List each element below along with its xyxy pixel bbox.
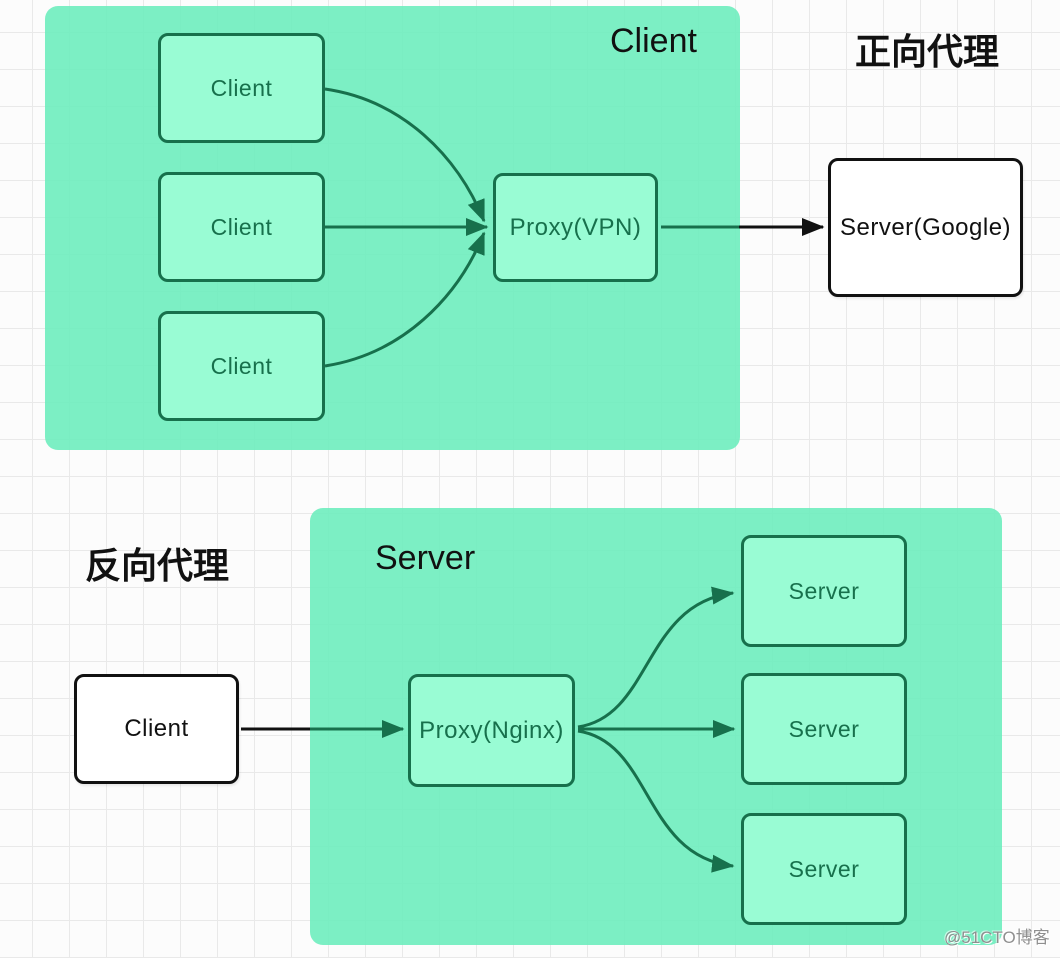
- node-server-2: Server: [741, 673, 907, 785]
- node-client-1: Client: [158, 33, 325, 143]
- forward-proxy-title: 正向代理: [855, 31, 1000, 72]
- reverse-zone-title: Server: [375, 539, 476, 577]
- node-proxy-nginx: Proxy(Nginx): [408, 674, 575, 787]
- node-server-3: Server: [741, 813, 907, 925]
- node-reverse-client-label: Client: [124, 715, 189, 742]
- node-server-1: Server: [741, 535, 907, 647]
- node-client-3-label: Client: [210, 352, 273, 379]
- node-server-2-label: Server: [788, 715, 860, 742]
- node-server-3-label: Server: [788, 855, 860, 882]
- node-server-google: Server(Google): [828, 158, 1023, 297]
- node-proxy-vpn-label: Proxy(VPN): [509, 213, 642, 241]
- node-proxy-vpn: Proxy(VPN): [493, 173, 658, 282]
- watermark: @51CTO博客: [944, 928, 1050, 947]
- node-client-2: Client: [158, 172, 325, 282]
- node-client-2-label: Client: [210, 213, 273, 240]
- forward-zone-title: Client: [610, 22, 697, 60]
- node-server-1-label: Server: [788, 577, 860, 604]
- node-proxy-nginx-label: Proxy(Nginx): [419, 716, 564, 744]
- node-client-1-label: Client: [210, 74, 273, 101]
- node-client-3: Client: [158, 311, 325, 421]
- node-reverse-client: Client: [74, 674, 239, 784]
- node-server-google-label: Server(Google): [839, 213, 1012, 241]
- reverse-proxy-title: 反向代理: [85, 545, 230, 586]
